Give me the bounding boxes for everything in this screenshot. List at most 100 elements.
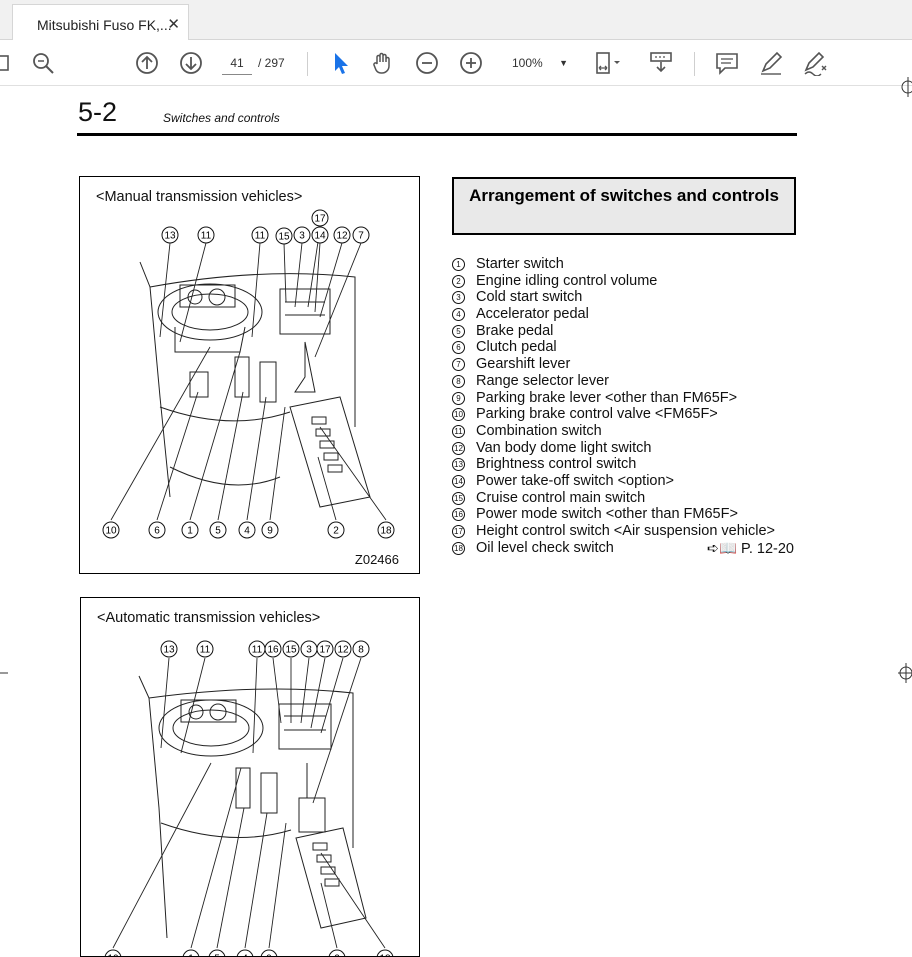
callout-circle xyxy=(311,226,329,244)
page-total: / 297 xyxy=(258,56,285,70)
callout-label: 15 xyxy=(285,645,297,656)
item-number: 3 xyxy=(452,291,465,305)
item-text: Gearshift lever xyxy=(476,356,571,373)
item-text: Cruise control main switch xyxy=(476,489,646,506)
callout-label: 11 xyxy=(200,645,211,656)
page-reference: ➪📖 P. 12-20 xyxy=(706,540,794,557)
callout-circle xyxy=(352,640,370,658)
next-page-icon[interactable] xyxy=(178,50,204,76)
list-item: 3 Cold start switch xyxy=(452,289,802,306)
zoom-select[interactable]: 100% ▼ xyxy=(500,51,572,75)
callout-label: 11 xyxy=(252,645,263,656)
page-fit-icon[interactable] xyxy=(594,50,620,76)
previous-page-icon[interactable] xyxy=(134,50,160,76)
item-number: 14 xyxy=(452,474,465,488)
callout-label: 16 xyxy=(267,645,279,656)
item-text: Van body dome light switch xyxy=(476,439,652,456)
item-number: 12 xyxy=(452,441,465,455)
callout-label: 9 xyxy=(267,526,273,537)
callout-label: 3 xyxy=(306,645,312,656)
item-number: 13 xyxy=(452,458,465,472)
item-number: 7 xyxy=(452,358,465,372)
tab-title: Mitsubishi Fuso FK,... xyxy=(37,17,172,33)
item-text: Clutch pedal xyxy=(476,339,557,356)
callout-label: 12 xyxy=(336,231,348,242)
list-item: 9 Parking brake lever <other than FM65F> xyxy=(452,390,802,407)
callout-label: 1 xyxy=(188,954,194,957)
item-text: Starter switch xyxy=(476,256,564,272)
section-heading: Arrangement of switches and controls xyxy=(452,177,796,235)
callout-circle xyxy=(238,521,256,539)
select-cursor-icon[interactable] xyxy=(328,50,354,76)
callout-label: 1 xyxy=(187,526,193,537)
callout-label: 11 xyxy=(255,231,266,242)
callout-circle xyxy=(352,226,370,244)
callout-label: 2 xyxy=(333,526,339,537)
highlight-pen-icon[interactable] xyxy=(758,50,784,76)
page-number-input[interactable]: 41 xyxy=(222,51,252,75)
toolbar-divider xyxy=(307,52,308,76)
zoom-out-icon[interactable] xyxy=(414,50,440,76)
item-number: 5 xyxy=(452,324,465,338)
item-number: 10 xyxy=(452,408,465,422)
callout-circle xyxy=(293,226,311,244)
cab-illustration: 1311111615317128101549218 xyxy=(104,640,394,957)
section-number: 5-2 xyxy=(78,97,118,127)
crop-mark xyxy=(898,663,912,683)
callout-label: 4 xyxy=(244,526,250,537)
callout-label: 11 xyxy=(201,231,212,242)
close-icon[interactable]: ✕ xyxy=(167,16,180,33)
callout-label: 10 xyxy=(107,954,119,957)
callout-circle xyxy=(181,521,199,539)
list-item: 8 Range selector lever xyxy=(452,373,802,390)
item-number: 18 xyxy=(452,541,465,555)
item-number: 9 xyxy=(452,391,465,405)
sign-icon[interactable] xyxy=(802,50,828,77)
item-text: Parking brake lever <other than FM65F> xyxy=(476,389,738,406)
figure-caption: <Automatic transmission vehicles> xyxy=(97,610,321,626)
toolbar-divider xyxy=(694,52,695,76)
hand-tool-icon[interactable] xyxy=(370,50,396,76)
figure-manual-transmission: <Manual transmission vehicles> xyxy=(79,176,420,574)
crop-mark xyxy=(901,77,912,97)
callout-circle xyxy=(261,521,279,539)
list-item: 13 Brightness control switch xyxy=(452,456,802,473)
callout-label: 18 xyxy=(380,526,392,537)
item-number: 8 xyxy=(452,374,465,388)
callout-circle xyxy=(161,226,179,244)
item-text: Brightness control switch xyxy=(476,456,637,473)
callout-circle xyxy=(333,226,351,244)
zoom-value: 100% xyxy=(512,56,543,70)
callout-circle xyxy=(311,209,329,227)
comment-icon[interactable] xyxy=(714,50,740,76)
callout-circle xyxy=(197,226,215,244)
sidebar-toggle-icon[interactable] xyxy=(0,50,18,76)
item-text: Range selector lever xyxy=(476,372,609,389)
document-tab[interactable]: Mitsubishi Fuso FK,... ✕ xyxy=(12,4,189,40)
pdf-toolbar: 41 / 297 100% ▼ xyxy=(0,40,912,86)
callout-label: 18 xyxy=(379,954,391,957)
callout-label: 5 xyxy=(214,954,220,957)
header-rule xyxy=(77,133,797,136)
callout-circle xyxy=(264,640,282,658)
zoom-in-icon[interactable] xyxy=(458,50,484,76)
item-text: Height control switch <Air suspension ve… xyxy=(476,523,776,539)
search-icon[interactable] xyxy=(30,50,56,76)
item-text: Cold start switch xyxy=(476,289,583,306)
item-text: Oil level check switch xyxy=(476,539,614,556)
callout-circle xyxy=(275,227,293,245)
callout-label: 10 xyxy=(105,526,117,537)
item-number: 16 xyxy=(452,508,465,522)
callout-label: 2 xyxy=(334,954,340,957)
item-text: Combination switch xyxy=(476,422,602,439)
callout-label: 14 xyxy=(314,231,326,242)
scroll-mode-icon[interactable] xyxy=(648,50,674,76)
